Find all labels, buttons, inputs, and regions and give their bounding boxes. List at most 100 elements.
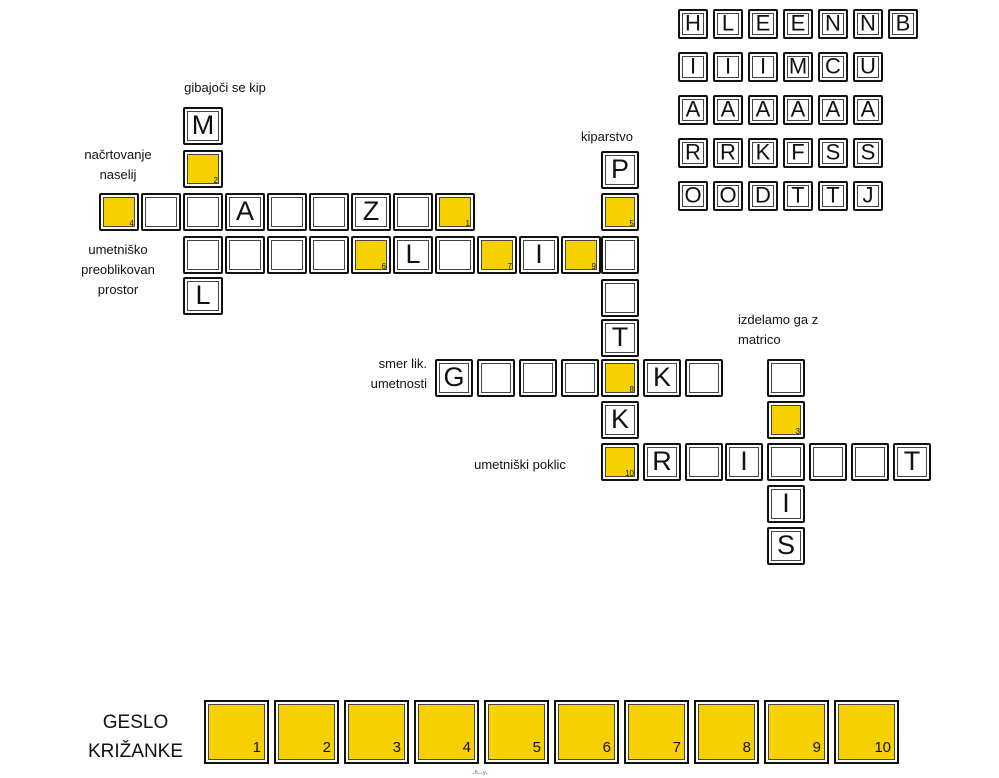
geslo-box[interactable]: 1 — [204, 700, 269, 764]
crossword-cell[interactable] — [435, 236, 475, 274]
crossword-cell[interactable]: 4 — [99, 193, 139, 231]
crossword-cell[interactable]: 3 — [767, 401, 805, 439]
crossword-cell[interactable] — [601, 279, 639, 317]
crossword-cell[interactable]: P — [601, 151, 639, 189]
letter-tile[interactable]: D — [748, 181, 778, 211]
crossword-cell[interactable] — [601, 236, 639, 274]
crossword-cell[interactable] — [851, 443, 889, 481]
crossword-cell[interactable]: 2 — [183, 150, 223, 188]
letter-tile[interactable]: I — [748, 52, 778, 82]
letter-tile[interactable]: L — [713, 9, 743, 39]
crossword-cell[interactable]: 1 — [435, 193, 475, 231]
crossword-cell[interactable]: 10 — [601, 443, 639, 481]
letter-tile[interactable]: E — [748, 9, 778, 39]
crossword-cell[interactable]: 8 — [601, 359, 639, 397]
crossword-cell[interactable]: 5 — [601, 193, 639, 231]
letter-tile[interactable]: A — [713, 95, 743, 125]
cell-letter: I — [740, 445, 748, 476]
letter-tile[interactable]: I — [713, 52, 743, 82]
crossword-cell[interactable]: A — [225, 193, 265, 231]
geslo-box[interactable]: 8 — [694, 700, 759, 764]
crossword-cell[interactable]: Z — [351, 193, 391, 231]
letter-tile[interactable]: E — [783, 9, 813, 39]
letter-tile-letter: U — [860, 53, 876, 79]
crossword-cell[interactable]: L — [183, 277, 223, 315]
letter-tile[interactable]: A — [783, 95, 813, 125]
crossword-cell[interactable]: 6 — [351, 236, 391, 274]
crossword-cell[interactable] — [183, 236, 223, 274]
crossword-cell[interactable] — [267, 236, 307, 274]
letter-tile[interactable]: K — [748, 138, 778, 168]
geslo-box[interactable]: 10 — [834, 700, 899, 764]
letter-tile[interactable]: A — [678, 95, 708, 125]
letter-tile-letter: N — [860, 10, 876, 36]
crossword-cell[interactable] — [809, 443, 847, 481]
letter-tile[interactable]: A — [818, 95, 848, 125]
crossword-cell[interactable]: 9 — [561, 236, 601, 274]
crossword-cell[interactable] — [183, 193, 223, 231]
letter-tile-letter: I — [689, 53, 697, 79]
crossword-cell[interactable]: G — [435, 359, 473, 397]
letter-tile[interactable]: B — [888, 9, 918, 39]
letter-tile[interactable]: I — [678, 52, 708, 82]
crossword-cell[interactable]: K — [643, 359, 681, 397]
letter-tile[interactable]: N — [853, 9, 883, 39]
letter-tile[interactable]: T — [783, 181, 813, 211]
letter-tile[interactable]: R — [713, 138, 743, 168]
letter-tile[interactable]: N — [818, 9, 848, 39]
crossword-cell[interactable] — [141, 193, 181, 231]
clue-izdelamo-ga-z-matrico: izdelamo ga z matrico — [738, 312, 819, 347]
cell-letter: L — [195, 279, 211, 310]
geslo-box[interactable]: 7 — [624, 700, 689, 764]
letter-tile[interactable]: J — [853, 181, 883, 211]
geslo-box[interactable]: 5 — [484, 700, 549, 764]
crossword-cell[interactable]: M — [183, 107, 223, 145]
crossword-cell[interactable] — [267, 193, 307, 231]
crossword-cell[interactable] — [393, 193, 433, 231]
geslo-box[interactable]: 6 — [554, 700, 619, 764]
cell-letter: Z — [362, 195, 380, 226]
geslo-box[interactable]: 4 — [414, 700, 479, 764]
geslo-box[interactable]: 9 — [764, 700, 829, 764]
letter-tile[interactable]: C — [818, 52, 848, 82]
crossword-cell[interactable]: T — [893, 443, 931, 481]
crossword-cell[interactable]: L — [393, 236, 433, 274]
crossword-cell[interactable] — [561, 359, 599, 397]
crossword-cell[interactable] — [685, 359, 723, 397]
crossword-cell[interactable] — [519, 359, 557, 397]
crossword-cell[interactable]: 7 — [477, 236, 517, 274]
crossword-cell[interactable]: T — [601, 319, 639, 357]
geslo-box[interactable]: 2 — [274, 700, 339, 764]
crossword-cell[interactable]: I — [767, 485, 805, 523]
letter-tile[interactable]: S — [853, 138, 883, 168]
letter-tile[interactable]: M — [783, 52, 813, 82]
letter-tile[interactable]: H — [678, 9, 708, 39]
crossword-cell[interactable] — [225, 236, 265, 274]
crossword-cell[interactable]: I — [519, 236, 559, 274]
crossword-cell[interactable] — [767, 359, 805, 397]
crossword-cell[interactable] — [309, 193, 349, 231]
letter-tile[interactable]: T — [818, 181, 848, 211]
letter-tile[interactable]: A — [748, 95, 778, 125]
letter-tile[interactable]: S — [818, 138, 848, 168]
letter-tile[interactable]: A — [853, 95, 883, 125]
letter-tile[interactable]: F — [783, 138, 813, 168]
clue-umetniski-poklic: umetniški poklic — [474, 457, 566, 472]
letter-tile[interactable]: U — [853, 52, 883, 82]
crossword-cell[interactable]: S — [767, 527, 805, 565]
letter-tile[interactable]: R — [678, 138, 708, 168]
crossword-cell[interactable] — [477, 359, 515, 397]
letter-tile-letter: S — [860, 139, 876, 165]
crossword-cell[interactable] — [767, 443, 805, 481]
crossword-cell[interactable]: R — [643, 443, 681, 481]
crossword-cell[interactable] — [685, 443, 723, 481]
geslo-box[interactable]: 3 — [344, 700, 409, 764]
letter-tile[interactable]: O — [713, 181, 743, 211]
cell-letter: T — [903, 445, 921, 476]
crossword-cell[interactable]: K — [601, 401, 639, 439]
letter-tile[interactable]: O — [678, 181, 708, 211]
crossword-cell[interactable] — [309, 236, 349, 274]
geslo-box-number: 2 — [322, 739, 331, 756]
cell-letter: M — [191, 109, 215, 140]
crossword-cell[interactable]: I — [725, 443, 763, 481]
